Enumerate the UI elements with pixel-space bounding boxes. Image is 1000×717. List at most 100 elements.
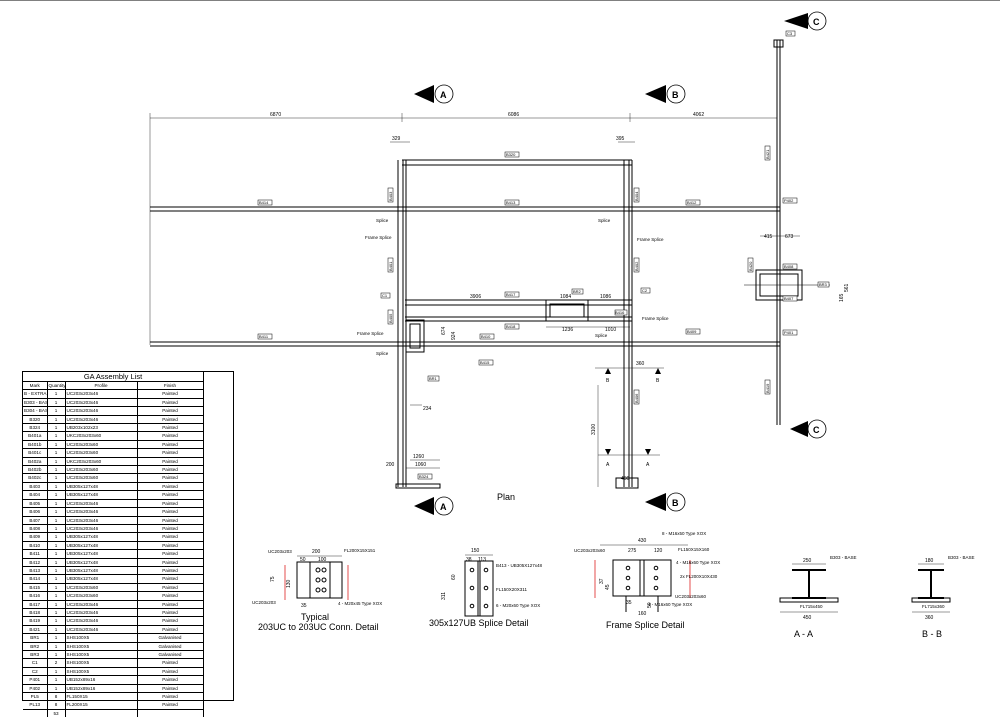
cell-finish: Painted xyxy=(137,524,204,534)
svg-text:P402: P402 xyxy=(784,198,794,203)
member-tag-p401: P401 xyxy=(782,329,798,336)
cell-mark: B411 xyxy=(23,549,48,559)
cell-mark: B402a xyxy=(23,457,48,467)
table-row: B303 - BASE1UC203x203x46Painted xyxy=(23,398,204,408)
cell-qty: 8 xyxy=(47,692,66,702)
member-tag-b418: B418 xyxy=(504,323,520,330)
svg-text:35: 35 xyxy=(301,603,307,609)
svg-text:B417: B417 xyxy=(506,292,516,297)
cell-finish: Painted xyxy=(137,692,204,702)
dim-165: 165 xyxy=(839,293,845,302)
grid-marker-a-top: A xyxy=(414,84,454,104)
note-frame-splice-2: Frame Splice xyxy=(637,237,664,242)
cell-qty: 1 xyxy=(47,507,66,517)
cell-profile: UC203x203x46 xyxy=(65,389,138,399)
cell-qty: 1 xyxy=(47,532,66,542)
member-tag-b320: B320 xyxy=(504,151,520,158)
cell-finish: Galvanised xyxy=(137,633,204,643)
cell-profile: UB305x127x48 xyxy=(65,482,138,492)
cell-qty: 1 xyxy=(47,600,66,609)
cell-finish: Painted xyxy=(137,389,204,399)
cell-qty: 1 xyxy=(47,473,66,483)
svg-text:B: B xyxy=(672,498,679,508)
dim-3100: 3100 xyxy=(591,424,597,435)
cell-finish: Painted xyxy=(137,558,204,567)
member-tag-b410: B410 xyxy=(479,333,495,340)
cell-mark: PL5 xyxy=(23,692,48,702)
cell-qty: 1 xyxy=(47,616,66,626)
cell-profile: UB203x102x23 xyxy=(65,423,138,433)
note-splice-3: Splice xyxy=(376,351,389,356)
svg-text:150: 150 xyxy=(471,548,480,554)
cell-mark: C1 xyxy=(23,658,48,668)
note-splice-2: Splice xyxy=(598,218,611,223)
svg-text:C: C xyxy=(813,425,820,435)
cell-qty: 1 xyxy=(47,448,66,458)
cell-qty: 1 xyxy=(47,457,66,467)
cell-mark: B - EXTRA xyxy=(23,389,48,399)
plan-caption: Plan xyxy=(497,492,515,502)
ub-splice-label-bolts: 6 - M20x60 Type XOX xyxy=(496,603,540,608)
header-quantity: Quantity xyxy=(47,382,66,391)
cell-mark: B407 xyxy=(23,516,48,525)
cell-qty: 1 xyxy=(47,389,66,399)
member-tag-b406: B406 xyxy=(633,389,640,405)
dim-234: 234 xyxy=(423,406,432,412)
cell-mark: B401a xyxy=(23,431,48,441)
ub-splice-title: 305x127UB Splice Detail xyxy=(429,618,529,628)
svg-text:250: 250 xyxy=(803,558,812,564)
svg-text:B: B xyxy=(672,90,679,100)
dim-200: 200 xyxy=(386,462,395,468)
cell-qty: 1 xyxy=(47,482,66,492)
svg-text:B418: B418 xyxy=(506,324,516,329)
cell-finish: Painted xyxy=(137,473,204,483)
cell-profile: UC203x203x46 xyxy=(65,507,138,517)
cell-qty: 1 xyxy=(47,549,66,559)
member-tag-c2: C2 xyxy=(640,287,651,294)
dim-415: 415 xyxy=(764,234,773,240)
cell-finish: Painted xyxy=(137,600,204,609)
cell-finish: Painted xyxy=(137,516,204,525)
cell-mark: C2 xyxy=(23,667,48,677)
beam-b417 xyxy=(405,299,632,322)
svg-text:B403: B403 xyxy=(388,191,393,201)
cell-mark: B404 xyxy=(23,490,48,500)
section-aa-label-base: B303 - BASE xyxy=(830,555,857,560)
dim-674: 674 xyxy=(441,326,447,335)
cell-qty: 1 xyxy=(47,423,66,433)
frame-splice-label-uc-bottom: UC203x203x60 xyxy=(675,594,707,599)
cell-qty: 1 xyxy=(47,465,66,475)
cell-profile: SHS100X5 xyxy=(65,633,138,643)
cell-qty: 1 xyxy=(47,490,66,500)
cell-qty: 1 xyxy=(47,591,66,601)
member-tag-b401: B401 xyxy=(387,257,394,273)
svg-text:113: 113 xyxy=(478,557,486,563)
cell-profile: UB305x127x48 xyxy=(65,549,138,559)
svg-text:50: 50 xyxy=(647,602,653,608)
svg-text:C: C xyxy=(813,17,820,27)
cell-qty: 1 xyxy=(47,608,66,618)
cell-mark: BR3 xyxy=(23,650,48,660)
cell-finish: Painted xyxy=(137,499,204,509)
header-profile: Profile xyxy=(65,382,138,391)
svg-text:B414: B414 xyxy=(259,200,269,205)
svg-text:B413: B413 xyxy=(506,200,516,205)
cell-qty: 1 xyxy=(47,558,66,567)
cell-qty: 1 xyxy=(47,642,66,652)
svg-text:B405: B405 xyxy=(388,313,393,323)
member-tag-b403: B403 xyxy=(387,187,394,203)
